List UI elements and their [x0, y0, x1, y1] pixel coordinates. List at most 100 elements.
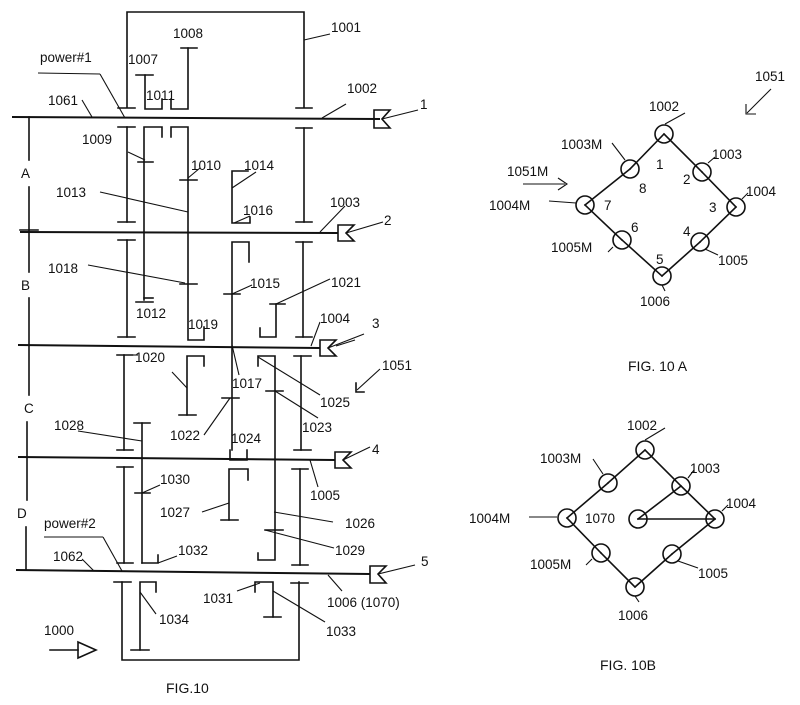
part-label-1017: 1017 — [232, 376, 262, 391]
node-label-1005M: 1005M — [551, 240, 592, 255]
shaft-number-4: 4 — [372, 442, 380, 457]
part-1019 — [170, 126, 205, 341]
part-label-1009: 1009 — [82, 132, 112, 147]
shaft-4 — [17, 456, 336, 461]
node-index-8: 8 — [639, 181, 647, 196]
fig10b-caption: FIG. 10B — [600, 657, 656, 673]
part-1027 — [228, 468, 249, 521]
node-label-1004M: 1004M — [469, 511, 510, 526]
assembly-label-1000: 1000 — [44, 623, 74, 638]
part-label-1014: 1014 — [244, 158, 275, 173]
node-1003M — [598, 473, 618, 493]
node-label-1004: 1004 — [746, 184, 777, 199]
shaft-number-3: 3 — [372, 316, 380, 331]
node-label-1003: 1003 — [690, 461, 720, 476]
node-label-1003: 1003 — [712, 147, 742, 162]
node-index-2: 2 — [683, 172, 691, 187]
shaft-end-flag-2 — [337, 221, 384, 242]
node-leaders — [529, 427, 729, 603]
part-label-1019: 1019 — [188, 317, 218, 332]
part-label-1001: 1001 — [331, 20, 361, 35]
part-label-1028: 1028 — [54, 418, 84, 433]
leader-lines — [37, 33, 347, 623]
node-label-1004M: 1004M — [489, 198, 530, 213]
node-label-1002: 1002 — [627, 418, 657, 433]
part-label-1030: 1030 — [160, 472, 190, 487]
part-label-1005: 1005 — [310, 488, 340, 503]
node-label-1070: 1070 — [585, 511, 615, 526]
part-label-1015: 1015 — [250, 276, 280, 291]
node-label-1002: 1002 — [649, 99, 679, 114]
node-index-3: 3 — [709, 200, 717, 215]
node-label-1005M: 1005M — [530, 557, 571, 572]
part-label-1002: 1002 — [347, 81, 377, 96]
part-label-1011: 1011 — [146, 88, 175, 103]
fig10a-graph: 1002 1003 1004 1005 1006 1005M 1004M 100… — [489, 69, 785, 374]
part-1023-1029 — [257, 355, 276, 561]
part-label-1006: 1006 (1070) — [327, 595, 400, 610]
node-leaders — [548, 112, 749, 292]
part-label-1020: 1020 — [135, 350, 165, 365]
shaft-1 — [11, 116, 381, 120]
part-label-1008: 1008 — [173, 26, 203, 41]
zone-label-a: A — [21, 166, 30, 181]
shaft-end-flag-1 — [373, 109, 419, 129]
shaft-end-flag-5 — [369, 564, 416, 584]
part-label-1022: 1022 — [170, 428, 200, 443]
part-label-1034: 1034 — [159, 612, 190, 627]
part-bottom-frame — [121, 581, 300, 661]
shaft-end-flag-3 — [319, 333, 365, 357]
node-index-5: 5 — [656, 252, 664, 267]
part-label-1025: 1025 — [320, 395, 350, 410]
node-1005M — [591, 543, 611, 563]
part-label-1016: 1016 — [243, 203, 273, 218]
part-label-1004: 1004 — [320, 311, 351, 326]
node-1004M — [557, 508, 577, 528]
part-label-1061: 1061 — [48, 93, 78, 108]
node-index-7: 7 — [604, 198, 612, 213]
part-label-1007: 1007 — [128, 52, 158, 67]
part-1014-1016 — [231, 170, 251, 224]
node-index-1: 1 — [656, 157, 664, 172]
node-label-1006: 1006 — [618, 608, 648, 623]
shaft-number-5: 5 — [421, 554, 429, 569]
part-label-1021: 1021 — [331, 275, 361, 290]
node-1003M — [620, 159, 640, 179]
part-label-1026: 1026 — [345, 516, 375, 531]
node-1005 — [690, 232, 710, 252]
node-index-4: 4 — [683, 224, 691, 239]
shaft-end-flag-4 — [334, 446, 371, 469]
part-label-1031: 1031 — [203, 591, 233, 606]
shaft-5 — [15, 569, 371, 575]
node-1003 — [692, 162, 712, 182]
node-1070 — [628, 509, 648, 529]
part-1021 — [259, 303, 277, 338]
node-label-1005: 1005 — [718, 253, 748, 268]
shaft-2 — [19, 231, 339, 234]
fig10a-caption: FIG. 10 A — [628, 358, 688, 374]
part-label-1027: 1027 — [160, 505, 190, 520]
fig10-caption: FIG.10 — [166, 680, 209, 696]
part-label-1012: 1012 — [136, 306, 166, 321]
node-1002 — [654, 124, 674, 144]
node-label-1003M: 1003M — [561, 137, 602, 152]
fig10-gear-train: power#1 power#2 A B C D 1 2 3 4 5 1001 1… — [11, 11, 429, 696]
shaft-3 — [17, 344, 321, 349]
part-label-1062: 1062 — [53, 549, 83, 564]
zone-label-d: D — [17, 506, 27, 521]
assembly-arrow-icon — [49, 640, 98, 660]
part-label-1018: 1018 — [48, 261, 78, 276]
part-label-1003: 1003 — [330, 195, 360, 210]
node-1003 — [671, 476, 691, 496]
part-label-1024: 1024 — [231, 431, 262, 446]
part-1031-1033 — [254, 581, 274, 618]
part-label-1033: 1033 — [326, 624, 356, 639]
part-label-1023: 1023 — [302, 420, 332, 435]
node-1005M — [612, 230, 632, 250]
power2-label: power#2 — [44, 516, 96, 531]
ref-1051-arrow-icon — [745, 88, 772, 115]
part-label-1010: 1010 — [191, 158, 221, 173]
node-label-1005: 1005 — [698, 566, 728, 581]
node-1005 — [662, 544, 682, 564]
